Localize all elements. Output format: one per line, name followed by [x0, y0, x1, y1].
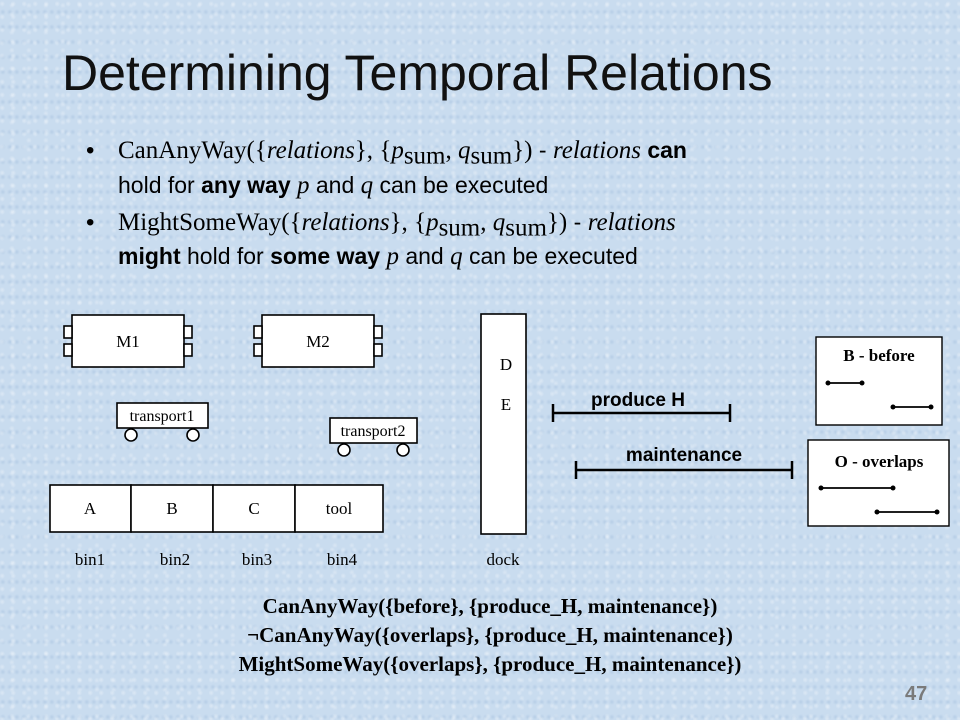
legend-overlaps-label: O - overlaps [835, 452, 924, 471]
relations-arg: relations [266, 137, 355, 164]
dash: - [532, 137, 553, 163]
dock: D E dock [480, 313, 527, 569]
bin-2-label: bin2 [160, 550, 190, 569]
bin-3-content: C [248, 499, 259, 518]
brace: }, [389, 208, 415, 236]
keyword-can: can [647, 137, 687, 163]
comma: , [480, 208, 493, 236]
bin-2-box [130, 484, 214, 533]
bins [49, 484, 384, 533]
fn-name: MightSomeWay( [118, 208, 290, 236]
bin-1-box [49, 484, 132, 533]
transport-1-label: transport1 [130, 408, 195, 425]
text: can be executed [373, 171, 549, 198]
bin-3-label: bin3 [242, 550, 272, 569]
formula-line-2: ¬CanAnyWay({overlaps}, {produce_H, maint… [160, 621, 820, 650]
dock-item-d: D [500, 355, 512, 374]
bin-4-box [294, 484, 384, 533]
bullet-dot-icon: • [86, 137, 95, 164]
text: and [309, 171, 361, 198]
comma: , [445, 137, 458, 164]
brace: { [254, 137, 267, 164]
bin-4-label: bin4 [327, 550, 358, 569]
formula-line-2-text: CanAnyWay({overlaps}, {produce_H, mainte… [259, 623, 733, 647]
p-subscript: sum [403, 142, 446, 170]
legend-before-label: B - before [843, 346, 915, 365]
bullet-can-any-way: • CanAnyWay({relations}, {psum, qsum}) -… [86, 136, 876, 200]
q-var: q [458, 137, 471, 164]
machine-m1-label: M1 [116, 332, 140, 351]
formula-block: CanAnyWay({before}, {produce_H, maintena… [160, 592, 820, 679]
dock-item-e: E [501, 395, 511, 414]
relations-arg: relations [301, 208, 390, 236]
relations-word: relations [552, 137, 641, 164]
transport-2: transport2 [329, 417, 418, 457]
q-var: q [360, 171, 374, 199]
brace: { [289, 208, 302, 236]
fn-name: CanAnyWay( [118, 137, 255, 164]
bullet-dot-icon: • [86, 208, 95, 236]
text: can be executed [462, 243, 638, 270]
bin-2-content: B [166, 499, 177, 518]
q-subscript: sum [505, 214, 547, 242]
bullet-might-some-way: • MightSomeWay({relations}, {psum, qsum}… [86, 208, 876, 272]
bin-4-content: tool [326, 499, 353, 518]
bin-1-content: A [84, 499, 97, 518]
text: hold for [180, 243, 271, 270]
relations-word: relations [587, 208, 676, 236]
interval-produce-h [551, 404, 732, 422]
p-var: p [426, 208, 439, 236]
brace: }) [546, 208, 568, 236]
text: and [398, 243, 451, 270]
transport-2-label: transport2 [341, 423, 406, 440]
p-subscript: sum [438, 214, 481, 242]
formula-line-3: MightSomeWay({overlaps}, {produce_H, mai… [238, 652, 742, 676]
p-var: p [297, 171, 310, 199]
formula-line-1: CanAnyWay({before}, {produce_H, maintena… [262, 594, 718, 618]
q-subscript: sum [470, 142, 513, 170]
machine-m2-label: M2 [306, 332, 330, 351]
q-var: q [450, 243, 463, 271]
brace: }) [512, 137, 533, 164]
negation-symbol: ¬ [247, 623, 260, 647]
dock-label: dock [486, 550, 520, 569]
p-var: p [391, 137, 404, 164]
page-number: 47 [905, 683, 928, 705]
transport-1: transport1 [116, 402, 209, 442]
machine-m2: M2 [253, 314, 383, 368]
q-var: q [492, 208, 506, 236]
bin-1-label: bin1 [75, 550, 105, 569]
text: hold for [118, 171, 202, 198]
keyword-some-way: some way [270, 243, 381, 270]
keyword-might: might [118, 243, 181, 270]
legend-overlaps: O - overlaps [807, 439, 950, 527]
slide-title: Determining Temporal Relations [62, 45, 773, 101]
brace: { [414, 208, 427, 236]
brace: { [379, 137, 392, 164]
p-var: p [386, 243, 399, 271]
machine-m1: M1 [63, 314, 193, 368]
maintenance-label: maintenance [626, 445, 742, 466]
legend-before: B - before [815, 336, 943, 426]
produce-h-label: produce H [591, 390, 685, 411]
bullet-list: • CanAnyWay({relations}, {psum, qsum}) -… [86, 136, 876, 279]
dash: - [567, 208, 588, 235]
brace: }, [354, 137, 380, 164]
keyword-any-way: any way [201, 171, 291, 198]
interval-maintenance [574, 461, 794, 479]
